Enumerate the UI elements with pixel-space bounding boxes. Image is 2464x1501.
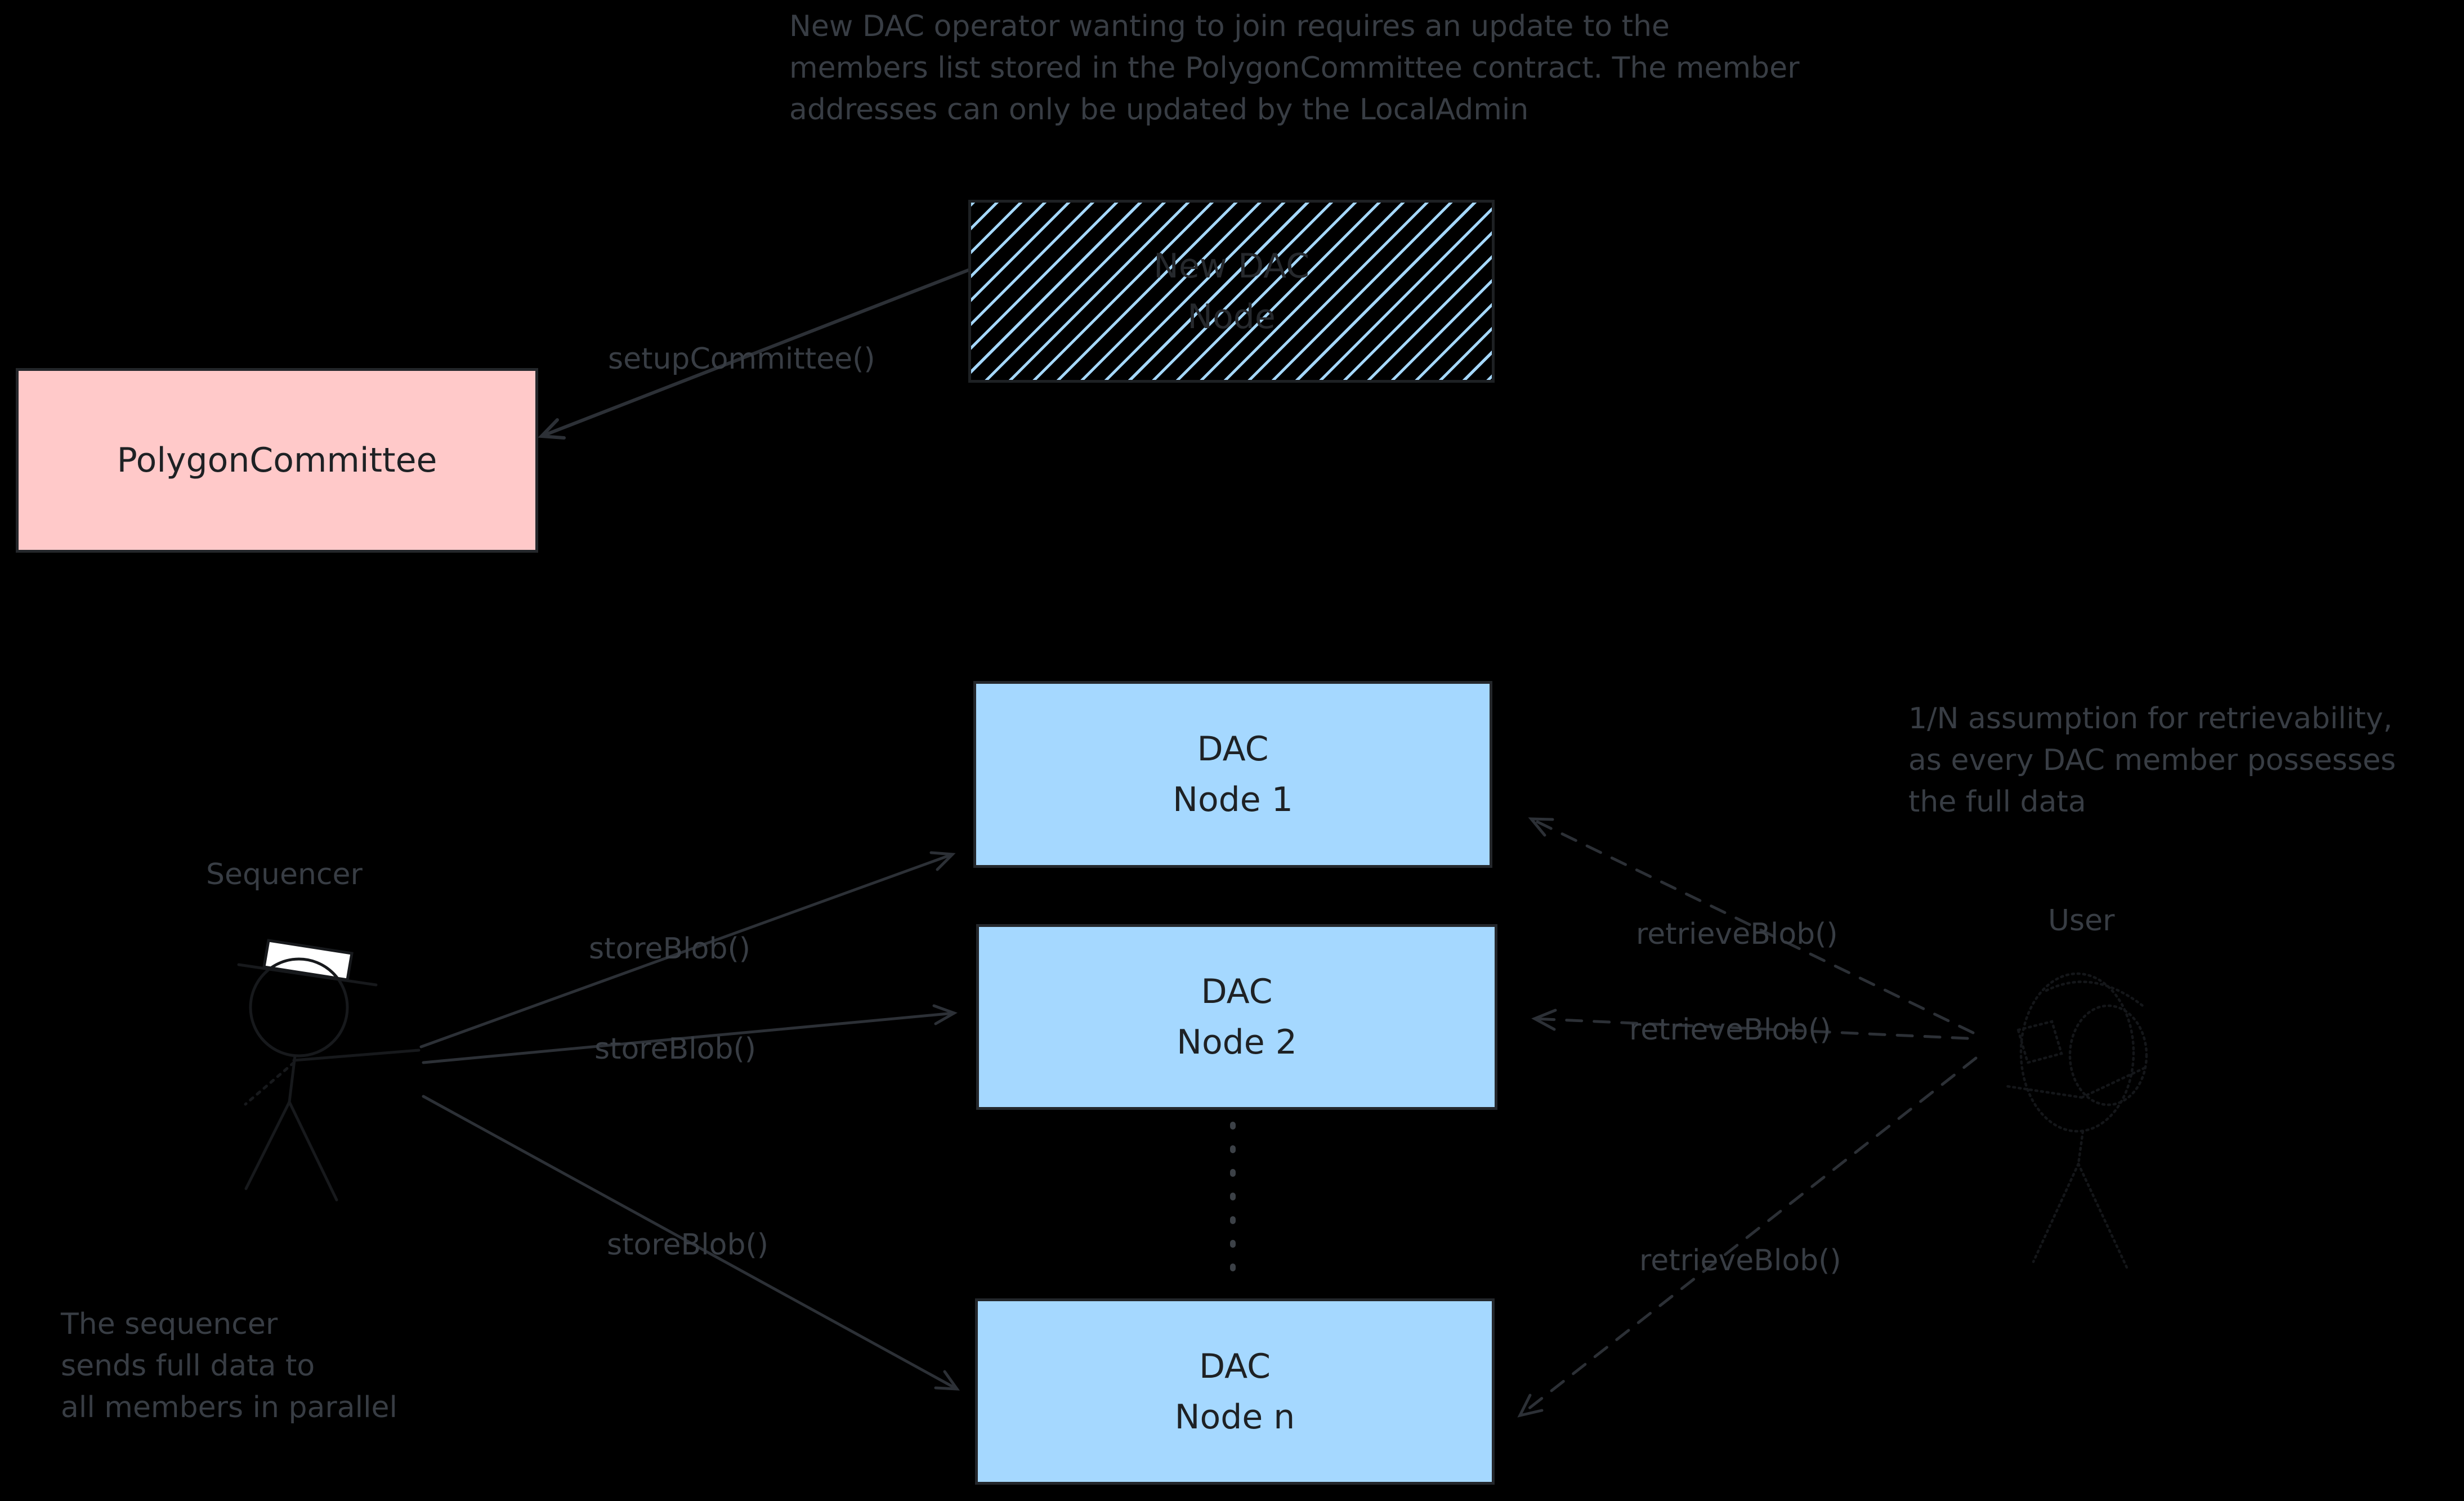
note-line: The sequencer — [61, 1307, 278, 1341]
new-dac-node-box: New DAC Node — [968, 200, 1495, 383]
dac-node-n-box: DAC Node n — [975, 1298, 1495, 1485]
box-label: Node — [1187, 297, 1276, 337]
note-line: as every DAC member possesses — [1908, 743, 2396, 777]
box-label: New DAC — [1153, 246, 1309, 286]
note-line: all members in parallel — [61, 1391, 397, 1424]
retrieve-blob-label-1: retrieveBlob() — [1636, 917, 1838, 951]
setup-committee-arrow — [538, 268, 970, 440]
note-line: addresses can only be updated by the Loc… — [789, 93, 1529, 127]
note-line: members list stored in the PolygonCommit… — [789, 51, 1800, 85]
box-label: PolygonCommittee — [117, 441, 437, 480]
user-figure-icon — [2005, 972, 2149, 1269]
user-label: User — [2048, 904, 2115, 938]
dac-node-1-box: DAC Node 1 — [973, 681, 1492, 868]
retrieve-blob-arrow-node2 — [1531, 1009, 1969, 1040]
note-line: New DAC operator wanting to join require… — [789, 10, 1670, 43]
retrieve-blob-arrow-node1 — [1528, 817, 1975, 1034]
box-label: Node 2 — [1177, 1023, 1297, 1062]
new-dac-operator-note: New DAC operator wanting to join require… — [789, 6, 1800, 131]
sequencer-figure-icon — [237, 939, 421, 1202]
retrievability-assumption-note: 1/N assumption for retrievability, as ev… — [1908, 698, 2396, 823]
retrieve-blob-label-2: retrieveBlob() — [1629, 1013, 1831, 1047]
store-blob-arrow-node2 — [422, 1004, 958, 1064]
store-blob-label-2: storeBlob() — [594, 1032, 757, 1066]
note-line: 1/N assumption for retrievability, — [1908, 702, 2393, 736]
box-label: Node 1 — [1173, 780, 1293, 819]
store-blob-label-1: storeBlob() — [589, 932, 751, 966]
sequencer-label: Sequencer — [206, 858, 363, 891]
store-blob-arrow-noden — [422, 1095, 960, 1391]
retrieve-blob-arrow-noden — [1517, 1056, 1978, 1418]
store-blob-label-3: storeBlob() — [607, 1228, 769, 1262]
setup-committee-label: setupCommittee() — [608, 342, 875, 376]
box-label: DAC — [1197, 729, 1269, 769]
box-label: DAC — [1201, 972, 1273, 1011]
box-label: DAC — [1199, 1346, 1271, 1386]
retrieve-blob-label-3: retrieveBlob() — [1639, 1244, 1841, 1278]
note-line: sends full data to — [61, 1349, 315, 1383]
store-blob-arrow-node1 — [419, 851, 956, 1049]
note-line: the full data — [1908, 785, 2086, 819]
polygon-committee-box: PolygonCommittee — [16, 368, 538, 553]
sequencer-parallel-note: The sequencer sends full data to all mem… — [61, 1303, 397, 1428]
dac-node-2-box: DAC Node 2 — [976, 924, 1497, 1110]
box-label: Node n — [1174, 1397, 1295, 1437]
